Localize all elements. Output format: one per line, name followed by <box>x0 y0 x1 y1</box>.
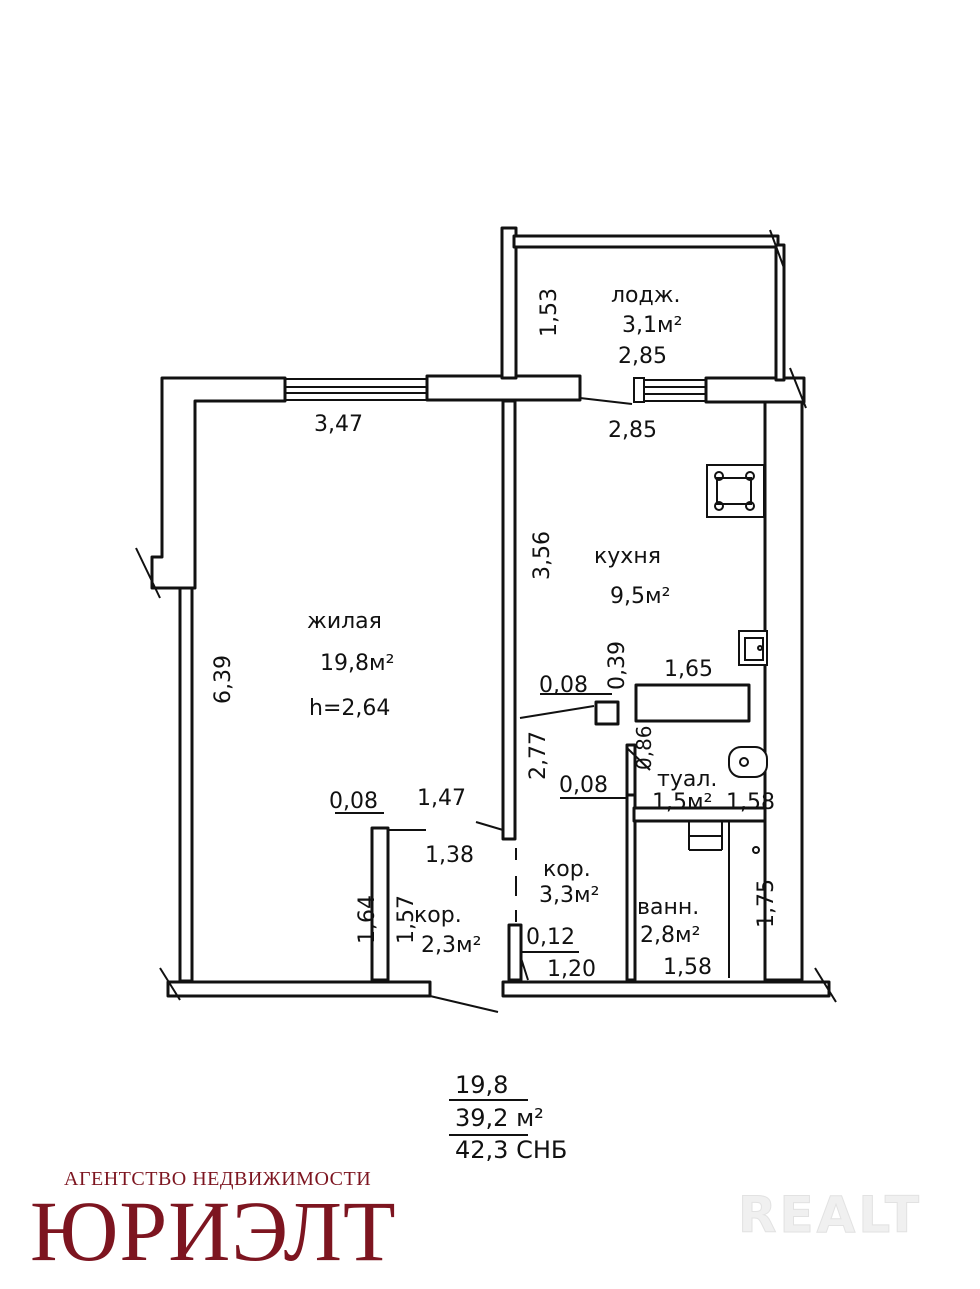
living-width: 3,47 <box>314 412 363 437</box>
corridor-small-wall <box>370 826 390 982</box>
loggia-depth: 1,53 <box>537 288 562 337</box>
loggia-width: 2,85 <box>618 344 667 369</box>
partition-stub <box>594 700 620 726</box>
kitchen-name: кухня <box>594 544 661 569</box>
bottom-wall-left <box>166 980 432 998</box>
kitchen-sink-icon <box>738 630 768 666</box>
room-labels: лодж. 3,1м² 2,85 1,53 3,47 2,85 3,56 кух… <box>211 283 779 982</box>
fixtures <box>688 464 768 978</box>
living-kitchen-partition <box>501 399 517 841</box>
loggia-top-wall <box>512 234 780 249</box>
bathroom-width: 1,58 <box>663 955 712 980</box>
loggia-name: лодж. <box>611 283 681 308</box>
kitchen-right-wall <box>763 400 804 982</box>
loggia-left-wall <box>500 226 518 380</box>
bath-door <box>520 957 529 981</box>
bathtub-icon <box>728 822 760 978</box>
living-window <box>285 378 427 401</box>
summary-total-area: 39,2 м² <box>455 1104 544 1132</box>
loggia-door <box>579 397 633 405</box>
bath-toilet-wall <box>632 806 767 823</box>
toilet-area: 1,5м² <box>652 790 712 815</box>
loggia-area: 3,1м² <box>622 313 682 338</box>
corridor-main-dim-a: 2,77 <box>526 731 551 780</box>
living-name: жилая <box>307 609 382 634</box>
toilet-left-wall <box>625 743 637 797</box>
kitchen-bath-partition <box>634 683 751 723</box>
toilet-offset: 0,08 <box>559 773 608 798</box>
living-area: 19,8м² <box>320 651 394 676</box>
corridor-small-dim-e: 0,08 <box>329 789 378 814</box>
living-left-upper-wall <box>150 376 287 590</box>
corridor-small-dim-b: 1,57 <box>394 895 419 944</box>
summary-living-area: 19,8 <box>455 1071 508 1099</box>
bath-sink-icon <box>688 822 723 851</box>
corridor-main-small-wall <box>507 923 523 982</box>
kitchen-window <box>633 377 706 403</box>
corridor-main-area: 3,3м² <box>539 883 599 908</box>
agency-tagline: АГЕНТСТВО НЕДВИЖИМОСТИ <box>64 1168 372 1190</box>
kitchen-door <box>519 705 595 719</box>
kitchen-width: 2,85 <box>608 418 657 443</box>
corridor-small-name: кор. <box>414 903 462 928</box>
entrance-door <box>429 995 499 1013</box>
windows <box>285 377 706 403</box>
corridor-main-dim-b: 0,12 <box>526 925 575 950</box>
stove-icon <box>706 464 765 518</box>
toilet-name: туал. <box>657 767 717 792</box>
living-left-wall <box>178 586 194 983</box>
corridor-main-dim-c: 1,20 <box>547 957 596 982</box>
toilet-door <box>626 747 651 771</box>
partition-dim-a: 0,08 <box>539 673 588 698</box>
living-top-wall-right <box>425 374 582 402</box>
summary-total-area-snb: 42,3 СНБ <box>455 1136 567 1164</box>
agency-logo: ЮРИЭЛТ <box>30 1183 397 1279</box>
living-depth: 6,39 <box>211 655 236 704</box>
corridor-small-dim-a: 1,64 <box>355 895 380 944</box>
living-door <box>475 821 504 831</box>
corridor-small-area: 2,3м² <box>421 933 481 958</box>
corridor-small-dim-d: 1,47 <box>417 786 466 811</box>
toilet-width: 1,58 <box>726 790 775 815</box>
bathroom-name: ванн. <box>637 895 699 920</box>
partition-dim-b: 0,39 <box>605 641 630 690</box>
toilet-depth: 0,86 <box>632 725 656 770</box>
kitchen-top-wall <box>704 376 806 404</box>
loggia-right-wall <box>774 243 786 382</box>
living-height: h=2,64 <box>309 696 390 721</box>
kitchen-depth: 3,56 <box>530 531 555 580</box>
wall-break-marks <box>135 229 837 1003</box>
realt-watermark: REALT <box>737 1186 923 1245</box>
toilet-icon <box>728 746 768 778</box>
corridor-small-dim-c: 1,38 <box>425 843 474 868</box>
bathroom-depth: 1,75 <box>754 879 779 928</box>
doors <box>388 397 651 1013</box>
bottom-wall-right <box>501 980 831 998</box>
area-summary: 19,8 39,2 м² 42,3 СНБ <box>455 1071 567 1164</box>
corridor-main-name: кор. <box>543 857 591 882</box>
kitchen-area: 9,5м² <box>610 584 670 609</box>
dimension-lines <box>335 693 628 1136</box>
partition-dim-c: 1,65 <box>664 657 713 682</box>
walls <box>150 226 831 998</box>
bathroom-area: 2,8м² <box>640 923 700 948</box>
